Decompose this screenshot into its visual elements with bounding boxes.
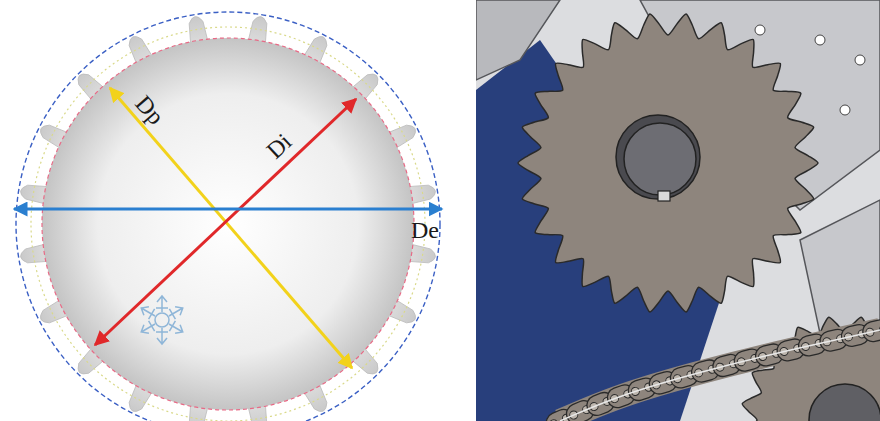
dimension-label: De (411, 218, 439, 242)
root-circle (42, 38, 414, 410)
mounting-plate-edge (476, 0, 560, 80)
hub-ring (616, 115, 700, 199)
shaft-key (658, 191, 670, 201)
shaft (624, 123, 696, 195)
chain-links (543, 318, 880, 421)
icon-stroke (156, 328, 168, 344)
small-sprocket (742, 317, 880, 421)
pitch-diameter-arrow (110, 88, 352, 368)
icon-ring (155, 313, 169, 327)
inner-diameter-arrow (95, 99, 356, 345)
watermark-icon (138, 296, 186, 344)
plate-hole (840, 105, 850, 115)
icon-stroke (156, 296, 168, 312)
sprocket-body (742, 317, 880, 421)
plate-hole (755, 25, 765, 35)
cad-rendering (476, 0, 880, 421)
sprocket-body (518, 14, 818, 312)
link-pin (879, 324, 880, 334)
chain-centerline (560, 330, 880, 421)
gear-body (42, 38, 414, 410)
gear-diagram (14, 12, 442, 421)
outer-diameter-arrow (14, 208, 442, 211)
outer-circle (16, 12, 440, 421)
plate-hole (815, 35, 825, 45)
plate-hole (855, 55, 865, 65)
gear-teeth (19, 15, 437, 421)
main-sprocket (518, 14, 818, 312)
pitch-circle (31, 27, 425, 421)
sprocket-hub (809, 384, 880, 421)
link-pin (548, 419, 559, 421)
